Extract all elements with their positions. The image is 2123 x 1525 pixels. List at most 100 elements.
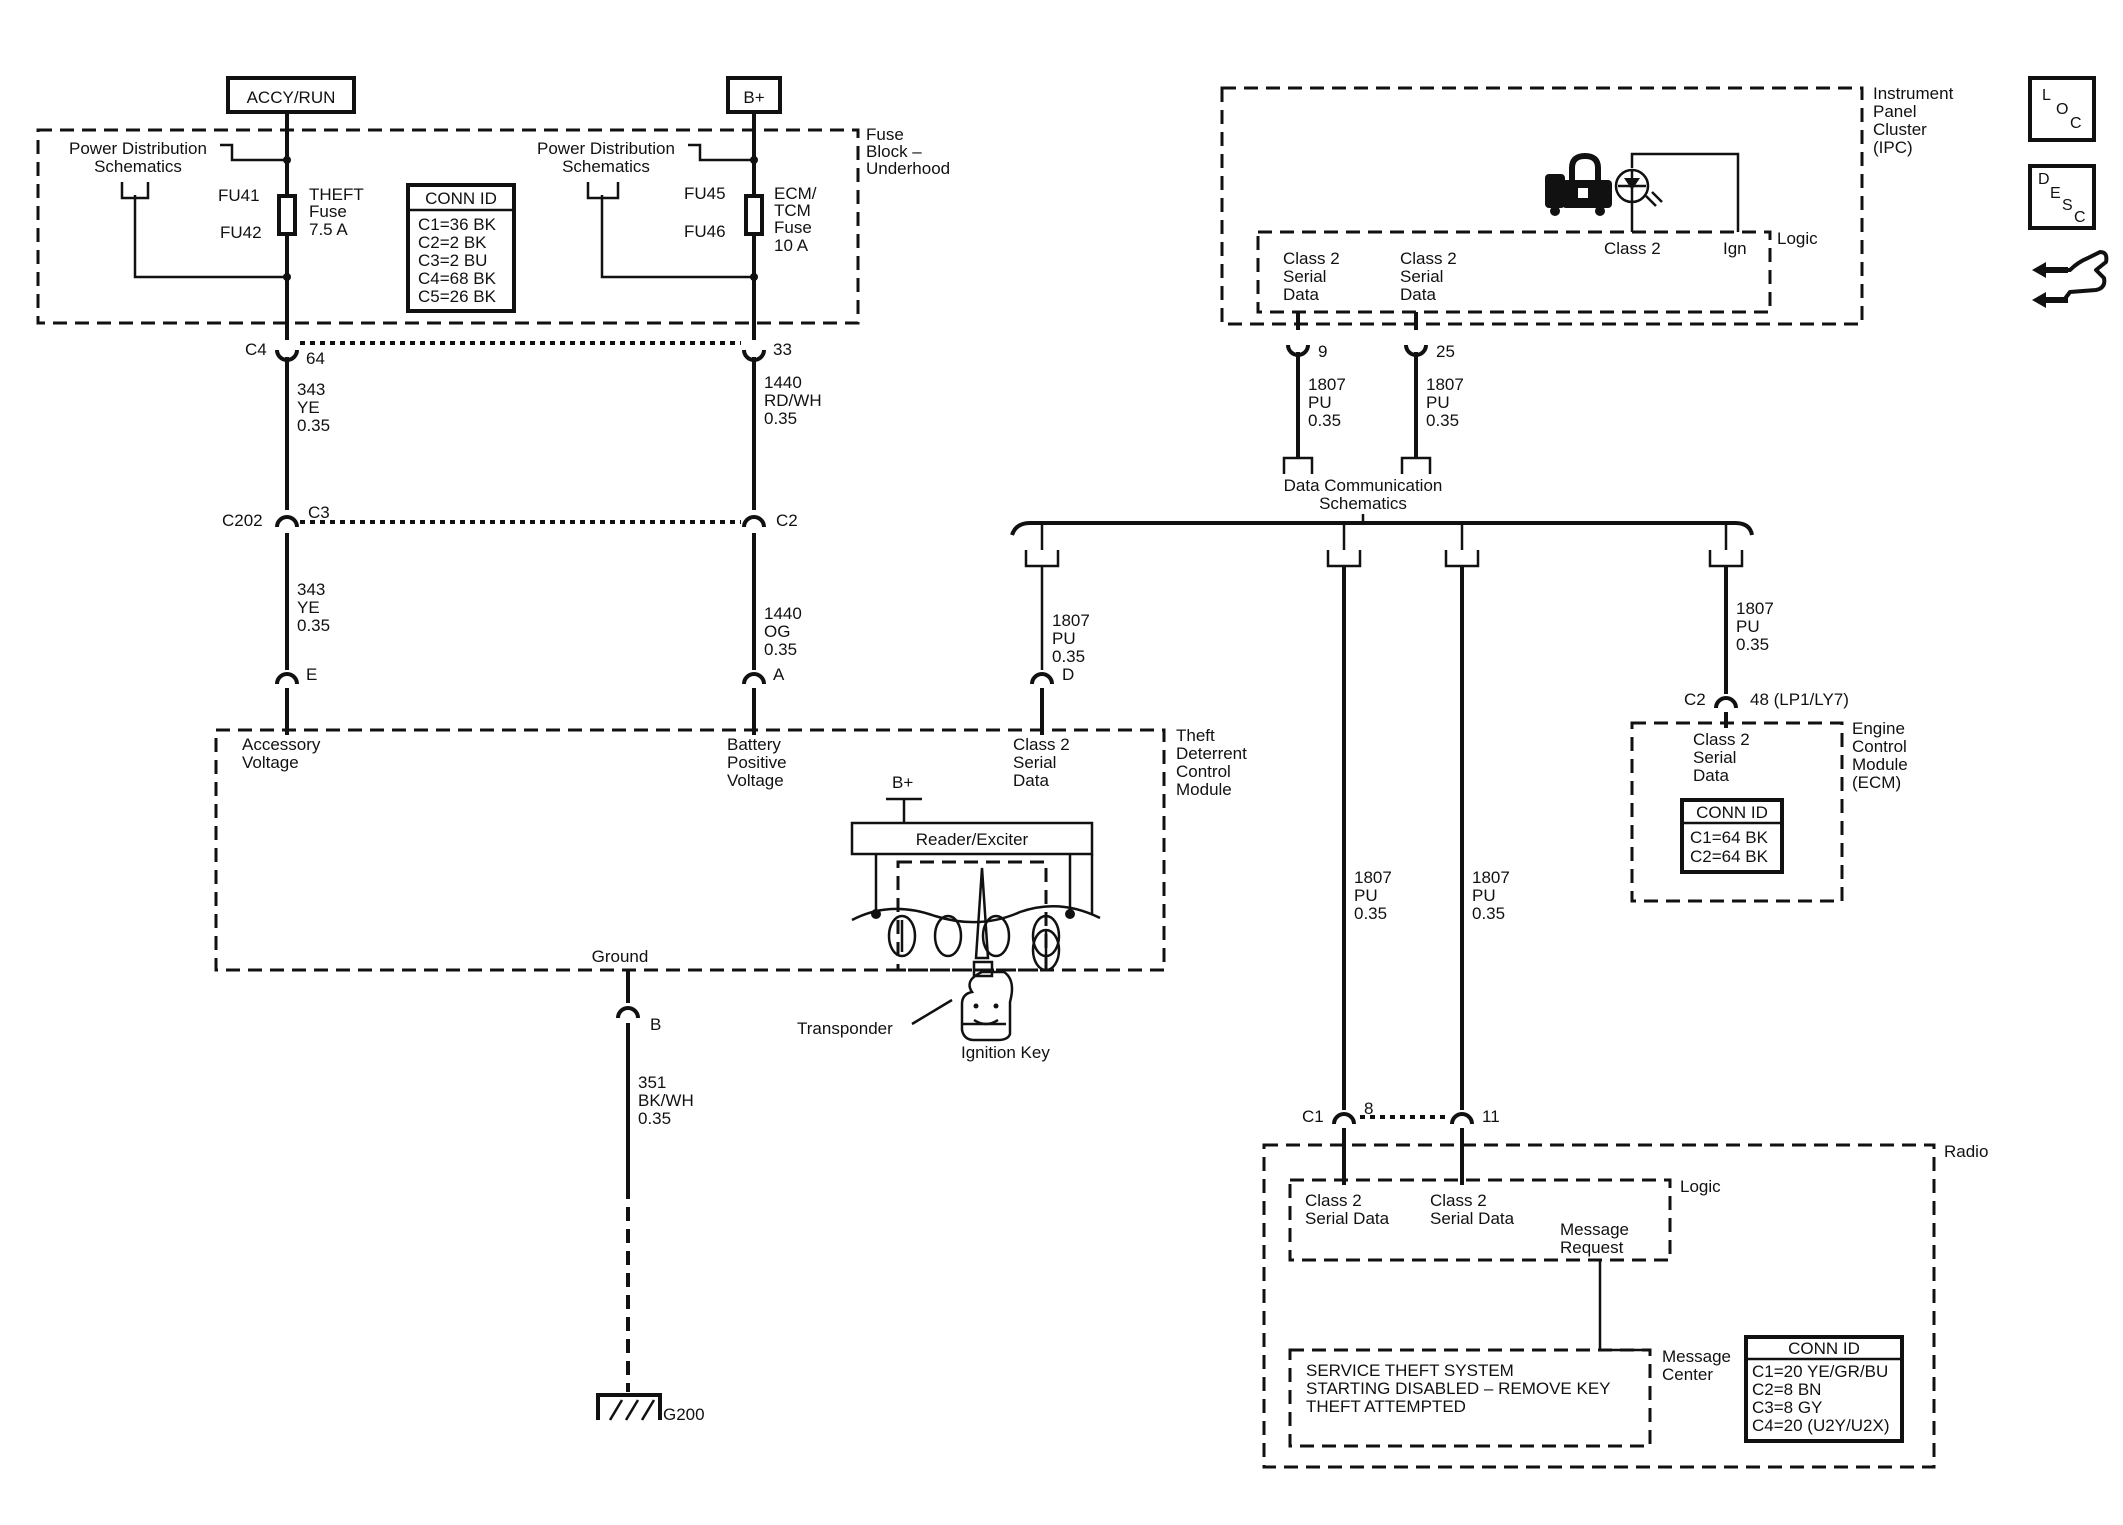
w1807-radio1-2: PU (1354, 886, 1378, 905)
w1807-radio1-1: 1807 (1354, 868, 1392, 887)
bplus-label: B+ (743, 88, 764, 107)
pds-left-2: Schematics (94, 157, 182, 176)
security-lock-car-icon (1545, 152, 1612, 216)
hand-pointer-icon[interactable] (2032, 250, 2109, 308)
ecm-title-1: Engine (1852, 719, 1905, 738)
w1807-radio2-2: PU (1472, 886, 1496, 905)
w1807-ipc25-3: 0.35 (1426, 411, 1459, 430)
w343b-1: 343 (297, 580, 325, 599)
c4-pin-33: 33 (773, 340, 792, 359)
pin-b-label: B (650, 1015, 661, 1034)
radio-conn-c3: C3=8 GY (1752, 1398, 1822, 1417)
w1807-radio2-3: 0.35 (1472, 904, 1505, 923)
radio-pin8-label: 8 (1364, 1099, 1373, 1118)
radio-pin11-label: 11 (1482, 1107, 1500, 1126)
accy-run-label: ACCY/RUN (247, 88, 336, 107)
ecm-title-3: Module (1852, 755, 1908, 774)
tdm-class2-1: Class 2 (1013, 735, 1070, 754)
ipc-outline (1220, 86, 1864, 326)
w351-2: BK/WH (638, 1091, 694, 1110)
radio-conn-c4: C4=20 (U2Y/U2X) (1752, 1416, 1889, 1435)
w1807-ipc9-1: 1807 (1308, 375, 1346, 394)
w343b-2: YE (297, 598, 320, 617)
w343b-3: 0.35 (297, 616, 330, 635)
tdm-pin-b (616, 1006, 640, 1019)
ignition-key-label: Ignition Key (961, 1043, 1050, 1062)
ipc-logic-outline (1256, 230, 1772, 314)
tdm-battery-1: Battery (727, 735, 781, 754)
radio-pin-8 (1332, 1112, 1356, 1125)
ecm-class2-2: Serial (1693, 748, 1736, 767)
radio-pin-11 (1450, 1112, 1474, 1125)
desc-letter-c: C (2074, 209, 2086, 226)
loc-icon[interactable]: L O C (2028, 76, 2096, 142)
c202-c2-label: C2 (776, 511, 798, 530)
fu42-label: FU42 (220, 223, 262, 242)
w351-1: 351 (638, 1073, 666, 1092)
tdm-battery-2: Positive (727, 753, 787, 772)
desc-icon[interactable]: D E S C (2028, 164, 2096, 230)
w1807-tdm-1: 1807 (1052, 611, 1090, 630)
data-comm-2: Schematics (1319, 494, 1407, 513)
tdm-pin-a (742, 672, 766, 685)
tdm-ground-label: Ground (592, 947, 649, 966)
w1440b-2: OG (764, 622, 790, 641)
w1807-tdm-2: PU (1052, 629, 1076, 648)
ipc-class2-b-2: Serial (1400, 267, 1443, 286)
radio-message-request-2: Request (1560, 1238, 1624, 1257)
fuse-block-title-1: Fuse (866, 125, 904, 144)
ecm-fuse-2: TCM (774, 201, 811, 220)
ipc-class2-label: Class 2 (1604, 239, 1661, 258)
w343a-2: YE (297, 398, 320, 417)
ecm-conn-id-title: CONN ID (1696, 803, 1768, 822)
radio-message-3: THEFT ATTEMPTED (1306, 1397, 1466, 1416)
coil-loop-3 (981, 914, 1011, 958)
ecm-fuse-3: Fuse (774, 218, 812, 237)
transponder-label: Transponder (797, 1019, 893, 1038)
pin-e-label: E (306, 665, 317, 684)
radio-logic-label: Logic (1680, 1177, 1721, 1196)
ipc-title-2: Panel (1873, 102, 1916, 121)
ipc-title-1: Instrument (1873, 84, 1954, 103)
pds-left-1: Power Distribution (69, 139, 207, 158)
w1440a-1: 1440 (764, 373, 802, 392)
pin-d-label: D (1062, 665, 1074, 684)
fuse-conn-c1: C1=36 BK (418, 215, 497, 234)
ecm-class2-3: Data (1693, 766, 1729, 785)
radio-class2-a-2: Serial Data (1305, 1209, 1390, 1228)
desc-letter-s: S (2062, 197, 2073, 214)
desc-letter-d: D (2038, 171, 2050, 188)
loc-letter-l: L (2042, 87, 2051, 104)
w1807-ipc25-2: PU (1426, 393, 1450, 412)
fu41-label: FU41 (218, 186, 260, 205)
radio-outline (1262, 1143, 1936, 1469)
ipc-title-3: Cluster (1873, 120, 1927, 139)
w1440b-3: 0.35 (764, 640, 797, 659)
fu45-label: FU45 (684, 184, 726, 203)
radio-title: Radio (1944, 1142, 1988, 1161)
theft-fuse-1: THEFT (309, 185, 364, 204)
tdm-title-2: Deterrent (1176, 744, 1247, 763)
ecm-outline (1630, 721, 1844, 903)
pin-a-label: A (773, 665, 785, 684)
tdm-bplus: B+ (892, 773, 913, 792)
w343a-1: 343 (297, 380, 325, 399)
ecm-title-2: Control (1852, 737, 1907, 756)
theft-fuse-symbol (277, 194, 297, 236)
w1807-ipc9-2: PU (1308, 393, 1332, 412)
accy-run-box (226, 76, 356, 114)
w1807-ecm-2: PU (1736, 617, 1760, 636)
message-center-2: Center (1662, 1365, 1713, 1384)
tdm-class2-2: Serial (1013, 753, 1056, 772)
c202-right-connector (742, 515, 766, 528)
tdm-pin-e (275, 672, 299, 685)
tdm-title-1: Theft (1176, 726, 1215, 745)
fuse-block-title-3: Underhood (866, 159, 950, 178)
w1440b-1: 1440 (764, 604, 802, 623)
c202-label: C202 (222, 511, 263, 530)
fuse-conn-c5: C5=26 BK (418, 287, 497, 306)
w1807-ipc9-3: 0.35 (1308, 411, 1341, 430)
pds-right-1: Power Distribution (537, 139, 675, 158)
ecm-pin-label: 48 (LP1/LY7) (1750, 690, 1849, 709)
